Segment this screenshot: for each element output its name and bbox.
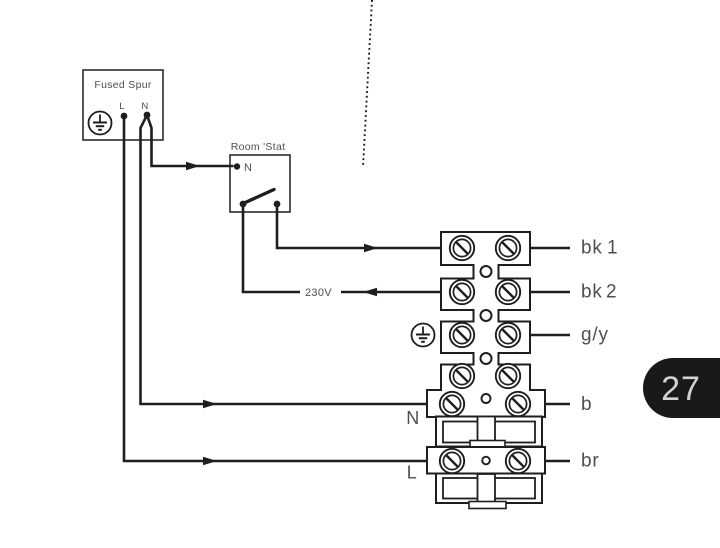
block-live-label: L <box>407 463 418 483</box>
cable-clamp-bottom <box>435 472 543 510</box>
mounting-hole <box>479 265 493 278</box>
screw-terminal-icon <box>494 321 522 349</box>
terminal-strip <box>426 231 546 418</box>
wire-neutral-to-block <box>139 114 427 406</box>
screw-terminal-icon <box>438 447 466 475</box>
wire-label-br: br <box>581 451 600 472</box>
page-number-badge: 27 <box>643 358 720 418</box>
mounting-hole <box>479 309 493 322</box>
screw-terminal-icon <box>504 447 532 475</box>
screw-terminal-icon <box>438 390 466 418</box>
page-number: 27 <box>661 370 701 408</box>
flow-arrow-icon <box>203 399 217 409</box>
fused-spur-neutral-dot <box>143 111 151 119</box>
dotted-guide-line <box>362 0 373 168</box>
strip-details <box>87 110 532 475</box>
fused-spur-live-label: L <box>119 101 125 112</box>
flow-arrow-icon <box>364 243 378 253</box>
mounting-hole <box>480 393 492 404</box>
earth-icon <box>87 110 113 136</box>
mounting-hole <box>479 352 493 365</box>
screw-terminal-icon <box>448 321 476 349</box>
wire-live-to-block <box>122 116 427 463</box>
clamp-screw-bar <box>476 473 496 503</box>
mounting-hole <box>481 455 491 466</box>
badge-background <box>643 358 720 418</box>
room-stat-title: Room 'Stat <box>231 141 286 153</box>
earth-icon <box>410 322 436 348</box>
supply-voltage-label: 230V <box>305 287 332 299</box>
screw-terminal-icon <box>448 278 476 306</box>
wire-label-gy: g/y <box>581 325 609 346</box>
stat-neutral-dot <box>233 163 241 170</box>
screw-terminal-icon <box>494 278 522 306</box>
switch-lever <box>240 187 276 206</box>
room-stat-box <box>229 154 291 213</box>
screw-terminal-icon <box>494 234 522 262</box>
flow-arrow-icon <box>363 287 377 297</box>
fused-spur-neutral-label: N <box>141 101 148 112</box>
fused-spur-live-dot <box>120 112 128 120</box>
screw-terminal-icon <box>448 234 476 262</box>
clamp-bottom-tab <box>468 500 507 510</box>
wire-stat-to-bk1 <box>275 204 441 250</box>
wire-stat-230v-stub <box>241 204 300 294</box>
room-stat-neutral-label: N <box>244 162 252 174</box>
switch-contact-dot <box>239 200 247 208</box>
wires <box>122 0 570 463</box>
screw-terminal-icon <box>504 390 532 418</box>
wire-label-b: b <box>581 394 592 415</box>
solid-marks <box>120 111 378 466</box>
block-neutral-label: N <box>406 408 420 428</box>
screw-terminal-icon <box>448 362 476 390</box>
flow-arrow-icon <box>186 161 200 171</box>
flow-arrow-icon <box>203 456 217 466</box>
switch-contact-dot <box>273 200 281 208</box>
screw-terminal-icon <box>494 362 522 390</box>
fused-spur-title: Fused Spur <box>94 79 151 91</box>
